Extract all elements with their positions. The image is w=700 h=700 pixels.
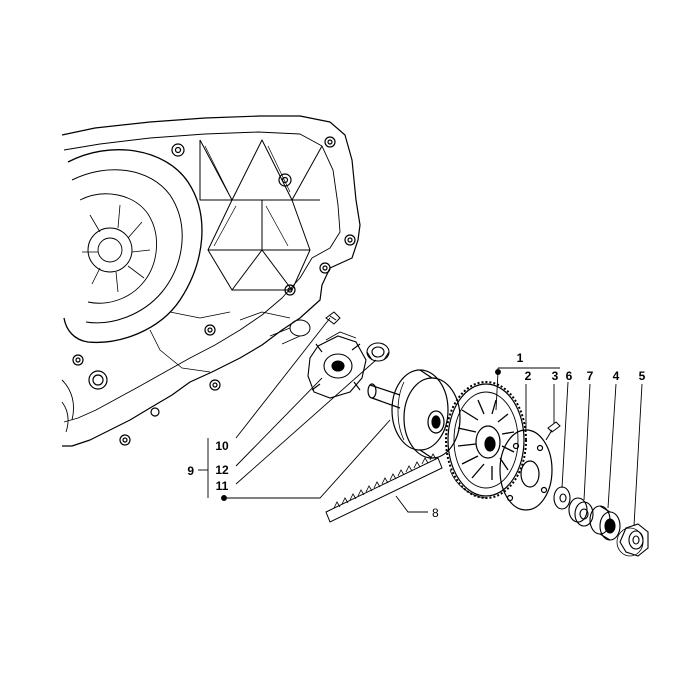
- part-clip: [325, 311, 341, 325]
- part-spacer: [568, 497, 594, 527]
- callout-11: 11: [216, 479, 229, 493]
- callout-labels: 1 2 3 6 7 4 5 10 12 11 9 8: [187, 351, 645, 520]
- callout-6: 6: [566, 369, 573, 383]
- callout-8: 8: [432, 506, 439, 520]
- callout-1: 1: [517, 351, 524, 365]
- callout-2: 2: [525, 369, 532, 383]
- part-drive-belt: [325, 453, 443, 523]
- callout-3: 3: [552, 369, 559, 383]
- part-ramp-plate: [307, 331, 367, 399]
- callout-10: 10: [215, 439, 229, 453]
- part-fan-pulley: [445, 381, 527, 499]
- part-screw: [545, 421, 561, 441]
- part-washer: [553, 486, 571, 510]
- callout-4: 4: [613, 369, 620, 383]
- callout-5: 5: [639, 369, 646, 383]
- leader-lines: [198, 317, 643, 527]
- callout-9: 9: [187, 464, 194, 478]
- part-flange-nut: [616, 523, 649, 557]
- part-variator-pulley: [367, 369, 461, 459]
- callout-12: 12: [215, 463, 229, 477]
- crankcase-housing: [61, 115, 361, 447]
- part-sleeve: [589, 505, 621, 541]
- part-bushing: [366, 342, 390, 362]
- callout-7: 7: [587, 369, 594, 383]
